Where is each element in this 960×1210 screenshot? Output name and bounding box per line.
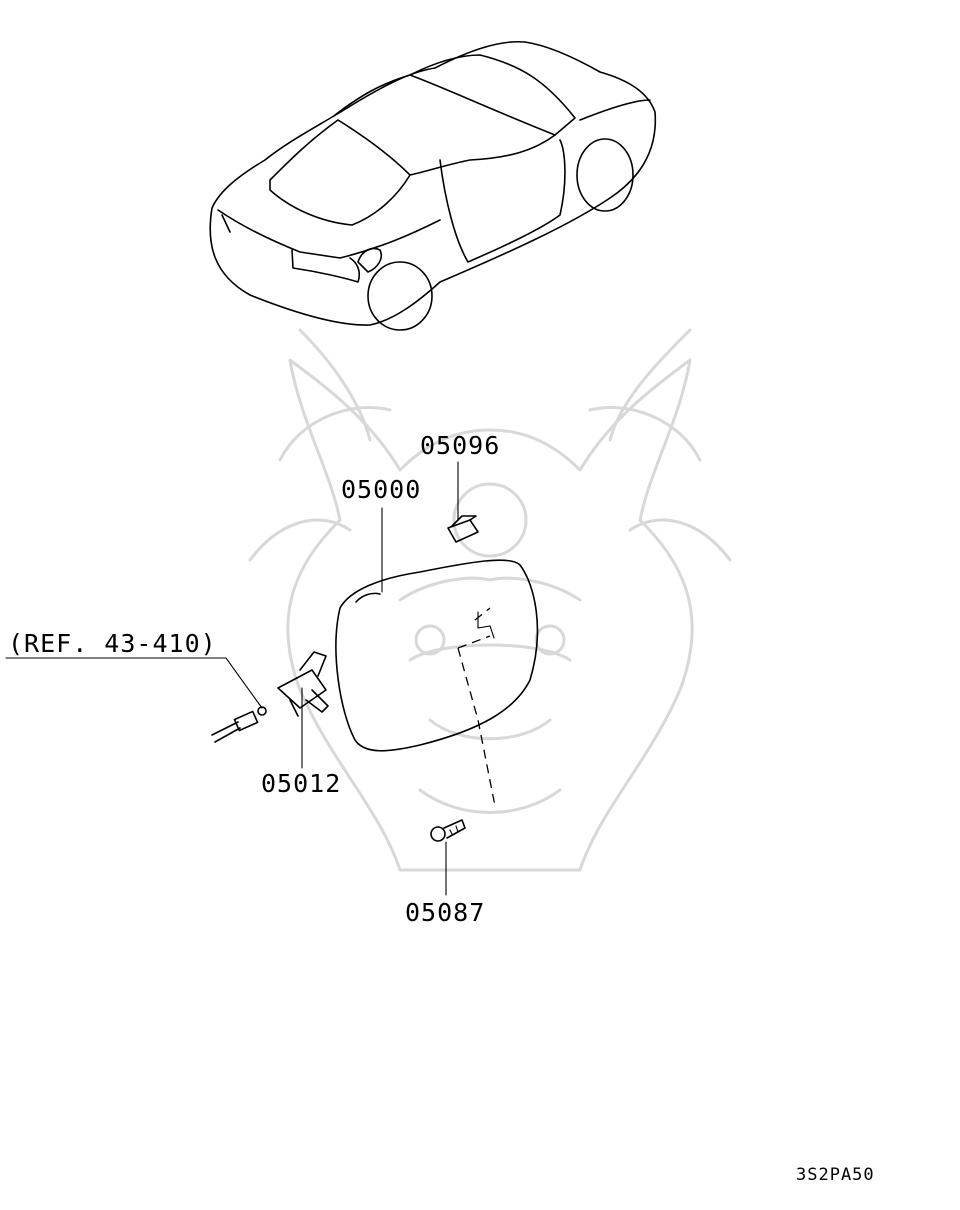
reference-callout: (REF. 43-410) bbox=[8, 629, 217, 658]
part-number-05087: 05087 bbox=[405, 898, 485, 927]
part-number-05012: 05012 bbox=[261, 769, 341, 798]
release-cable bbox=[211, 706, 267, 743]
screw-part bbox=[430, 819, 466, 842]
part-number-05000: 05000 bbox=[341, 475, 421, 504]
samurai-helmet-watermark bbox=[248, 328, 732, 872]
lock-actuator-part bbox=[277, 651, 329, 717]
diagram-code: 3S2PA50 bbox=[796, 1165, 875, 1185]
part-number-05096: 05096 bbox=[420, 431, 500, 460]
car-overview-illustration bbox=[209, 40, 657, 331]
fuel-lid-panel bbox=[335, 559, 539, 807]
leader-lines bbox=[5, 461, 459, 896]
bumper-stop-part bbox=[447, 515, 479, 543]
